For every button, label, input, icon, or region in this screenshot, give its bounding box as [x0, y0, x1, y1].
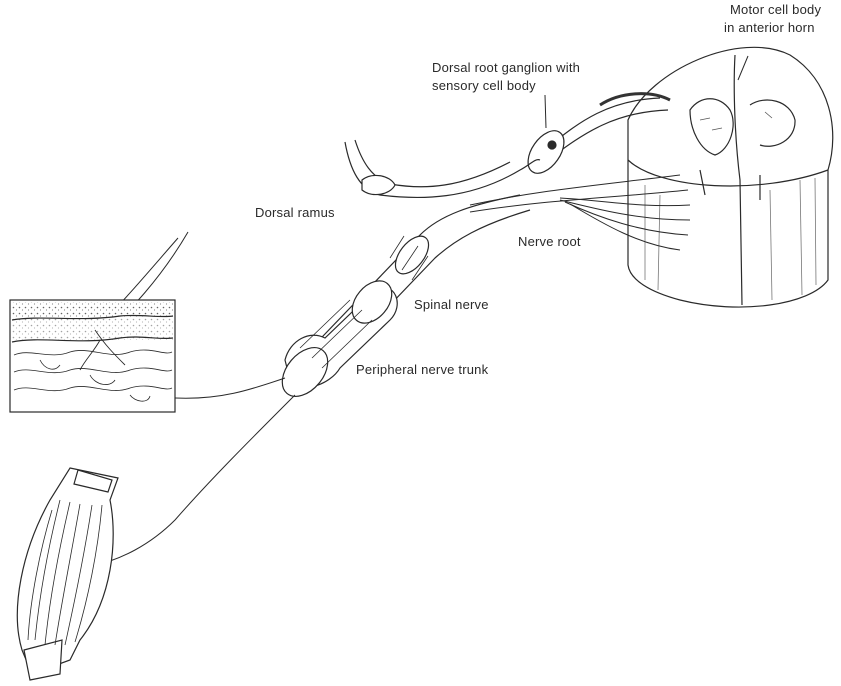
skin-section: [10, 300, 175, 412]
dorsal-ramus: [345, 140, 540, 197]
label-dorsal-ramus: Dorsal ramus: [255, 205, 335, 221]
label-nerve-root: Nerve root: [518, 234, 581, 250]
label-peripheral-nerve-trunk: Peripheral nerve trunk: [356, 362, 488, 378]
dorsal-root-ganglion: [521, 124, 571, 179]
label-sensory-cell-body: sensory cell body: [432, 78, 536, 94]
peripheral-nerve-trunk: [273, 273, 399, 405]
label-dorsal-root-ganglion: Dorsal root ganglion with: [432, 60, 580, 76]
label-spinal-nerve: Spinal nerve: [414, 297, 489, 313]
muscle: [17, 468, 118, 680]
label-motor-cell-body: Motor cell body: [730, 2, 821, 18]
label-anterior-horn: in anterior horn: [724, 20, 815, 36]
